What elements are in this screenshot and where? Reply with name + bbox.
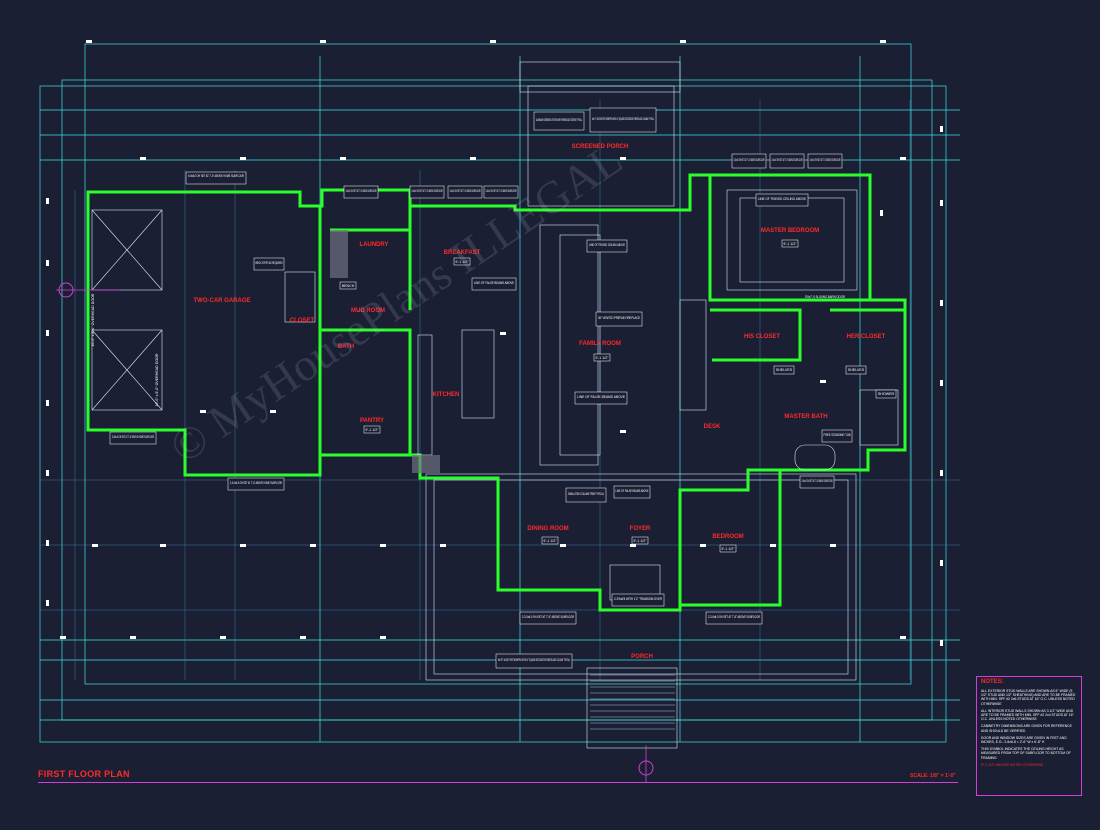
room-label-bath: BATH	[338, 344, 354, 350]
room-label-master-bedroom: MASTER BEDROOM	[761, 228, 819, 234]
dimension-frame	[39, 43, 960, 743]
note-item: CABINETRY DIMENSIONS ARE GIVEN FOR REFER…	[981, 724, 1072, 733]
note-item: ALL INTERIOR STUD WALLS SHOWN AS 3 1/2" …	[981, 708, 1074, 722]
callout-false-beams-dining: LINE OF FALSE BEAMS ABOVE	[616, 489, 649, 493]
note-item: ALL EXTERIOR STUD WALLS ARE SHOWN AS 6" …	[981, 689, 1076, 706]
room-label-family-room: FAMILY ROOM	[579, 341, 621, 347]
callout-shower: SHOWER	[878, 392, 895, 396]
callout-shelves-his: SHELVES	[776, 368, 793, 372]
callout-porch-post: 4x4 P.T. WOOD POST WRAPPED WITH 10" SQUA…	[592, 117, 654, 121]
callout-window-master-1: 3-0x4-0 SH SET AT 7'-8" ABOVE SUBFLOOR	[734, 158, 765, 162]
ceiling-height-breakfast: 9'-1 1/2"	[455, 260, 469, 264]
callout-garage-door-left: 16'-0" x 8'-0" OVERHEAD DOOR	[91, 293, 95, 346]
room-label-garage: TWO-CAR GARAGE	[194, 298, 251, 304]
ceiling-height-family: 9'-1 1/2"	[595, 356, 609, 360]
room-label-laundry: LAUNDRY	[359, 242, 388, 248]
interior-details	[91, 189, 899, 601]
ceiling-height-dining: 9'-1 1/2"	[543, 539, 557, 543]
callout-garage-header: 9-0x8-0 OH SET AT 7'-0" ABOVE HOME SUBFL…	[188, 174, 244, 178]
room-label-breakfast: BREAKFAST	[444, 250, 481, 256]
room-label-bedroom: BEDROOM	[712, 534, 743, 540]
room-label-kitchen: KITCHEN	[433, 392, 460, 398]
note-item: IF 1'-1/2" UNLESS NOTED OTHERWISE	[981, 762, 1044, 767]
callout-garage-door-right: 16'-0" x 8'-0" OVERHEAD DOOR	[155, 353, 159, 406]
room-label-mud-room: MUD ROOM	[351, 308, 385, 314]
callout-brick-steps: BRICK STEPS AS REQUIRED	[256, 261, 283, 265]
room-label-dining-room: DINING ROOM	[527, 526, 568, 532]
callout-column-trim: SIMULATED COLUMN TRIM TYPICAL	[568, 492, 604, 496]
callout-window-master-2: 3-0x4-0 SH SET AT 7'-8" ABOVE SUBFLOOR	[772, 158, 803, 162]
title-underline	[38, 782, 958, 783]
notes-body: ALL EXTERIOR STUD WALLS ARE SHOWN AS 6" …	[981, 689, 1079, 770]
callout-window-breakfast-1: 3-0x4-0 SH SET AT 7'-8" ABOVE SUBFLOOR	[412, 189, 443, 193]
callout-trayed-ceiling-family: LINE OF TRAYED CEILING ABOVE	[589, 243, 625, 247]
callout-garage-window-bottom: 2-3-0x6-0 OH SET AT 7'-8" ABOVE HOME SUB…	[230, 481, 282, 485]
screened-porch-structure	[425, 61, 857, 749]
callout-trayed-ceiling-master: LINE OF TRAYED CEILING ABOVE	[758, 197, 806, 201]
ceiling-height-bedroom: 9'-1 1/2"	[721, 547, 735, 551]
room-label-foyer: FOYER	[630, 526, 651, 532]
callout-fireplace: 36" VENTED PREFAB FIREPLACE	[598, 316, 640, 320]
callout-window-breakfast-3: 3-0x4-0 SH SET AT 7'-8" ABOVE SUBFLOOR	[486, 189, 517, 193]
scale-label: SCALE: 1/8" = 1'-0"	[910, 773, 956, 779]
room-label-pantry: PANTRY	[360, 418, 384, 424]
room-labels: TWO-CAR GARAGE LAUNDRY CLOSET MUD ROOM B…	[194, 144, 886, 660]
callout-false-beams-breakfast: LINE OF FALSE BEAMS ABOVE	[474, 281, 514, 285]
room-label-desk: DESK	[704, 424, 721, 430]
callout-window-laundry: 3-0x4-0 SH SET AT 7'-8" ABOVE SUBFLOOR	[346, 189, 377, 193]
callout-tub: FREE STANDING TUB	[824, 433, 851, 437]
notes-title: NOTES:	[981, 679, 1004, 685]
ceiling-height-foyer: 9'-1 1/2"	[633, 539, 647, 543]
callout-shelves-her: SHELVES	[848, 368, 865, 372]
callout-window-bath: 3-0x4-0 SH SET AT 7'-8" ABOVE SUBFLOOR	[802, 479, 833, 483]
dimension-ticks	[46, 40, 943, 646]
callout-porch-screen: ALUMINUM SCREENING SYSTEM WITH FIBERGLAS…	[536, 118, 582, 122]
room-label-closet: CLOSET	[290, 318, 315, 324]
callout-window-dining: 2-3-0x6-0 SH SET AT 7'-8" ABOVE SUBFLOOR	[522, 615, 574, 619]
callouts: 9-0x8-0 OH SET AT 7'-0" ABOVE HOME SUBFL…	[91, 107, 897, 669]
callout-window-bedroom: 2-3-0x6-0 SH SET AT 7'-8" ABOVE SUBFLOOR	[708, 615, 760, 619]
note-item: THIS SYMBOL INDICATES THE CEILING HEIGHT…	[981, 747, 1071, 760]
plan-title: FIRST FLOOR PLAN	[38, 769, 130, 779]
room-label-master-bath: MASTER BATH	[784, 414, 827, 420]
section-markers	[56, 282, 654, 782]
ceiling-height-master: 9'-1 1/2"	[783, 242, 797, 246]
callout-window-master-3: 3-0x4-0 SH SET AT 7'-8" ABOVE SUBFLOOR	[810, 158, 841, 162]
callout-transom: 2-3'0x6'8 WITH 1'2" TRANSOM OVER	[614, 597, 662, 601]
room-label-porch: PORCH	[631, 654, 653, 660]
room-label-his-closet: HIS CLOSET	[744, 334, 780, 340]
callout-false-beams-family: LINE OF FALSE BEAMS ABOVE	[577, 395, 626, 399]
ceiling-height-pantry: 9'-1 1/2"	[365, 428, 379, 432]
callout-front-post: 6x6 P.T. WOOD POST WRAPPED WITH 10" SQUA…	[498, 658, 570, 662]
note-item: DOOR AND WINDOW SIZES ARE GIVEN IN FEET …	[981, 735, 1067, 745]
notes-panel: NOTES: ALL EXTERIOR STUD WALLS ARE SHOWN…	[976, 676, 1082, 796]
room-label-her-closet: HER CLOSET	[847, 334, 886, 340]
callout-window-breakfast-2: 3-0x4-0 SH SET AT 7'-8" ABOVE SUBFLOOR	[450, 189, 481, 193]
room-label-screened-porch: SCREENED PORCH	[572, 144, 629, 150]
callout-barn-door: 5'0x7'-0 SLIDING BARN DOOR	[805, 295, 845, 299]
callout-garage-window: 3-0x6-0 OH SET AT 7'-8" ABOVE HOME SUBFL…	[112, 435, 154, 439]
callout-bench: BENCH	[342, 284, 355, 288]
